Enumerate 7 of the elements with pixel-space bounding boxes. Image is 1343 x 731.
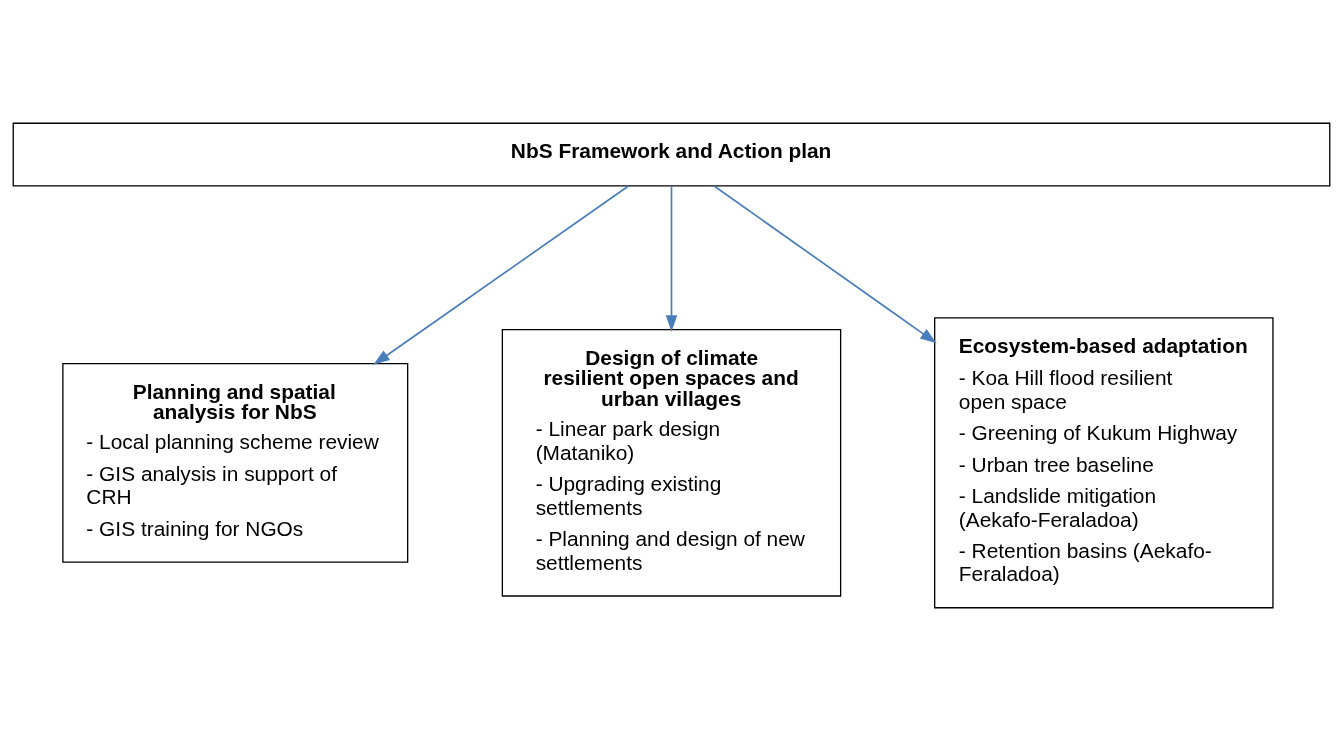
node-box: NbS Framework and Action plan bbox=[12, 122, 1331, 187]
node-box: Planning and spatial analysis for NbS - Local planning scheme review - GIS analysis in support of CRH - GIS training for NGOs bbox=[62, 362, 409, 563]
arrow bbox=[373, 185, 630, 365]
node-box: Design of climate resilient open spaces and urban villages - Linear park design (Mataniko) - Upgrading existing settlements - Planning and design of new settlements bbox=[501, 328, 842, 597]
node-box: Ecosystem-based adaptation - Koa Hill flood resilient open space - Greening of Kukum Highway - Urban tree baseline - Landslide mitigation (Aekafo-Feraladoa) - Retention basins (Aekafo-Feraladoa) bbox=[934, 317, 1274, 609]
arrow bbox=[665, 185, 678, 332]
arrow bbox=[713, 185, 937, 344]
